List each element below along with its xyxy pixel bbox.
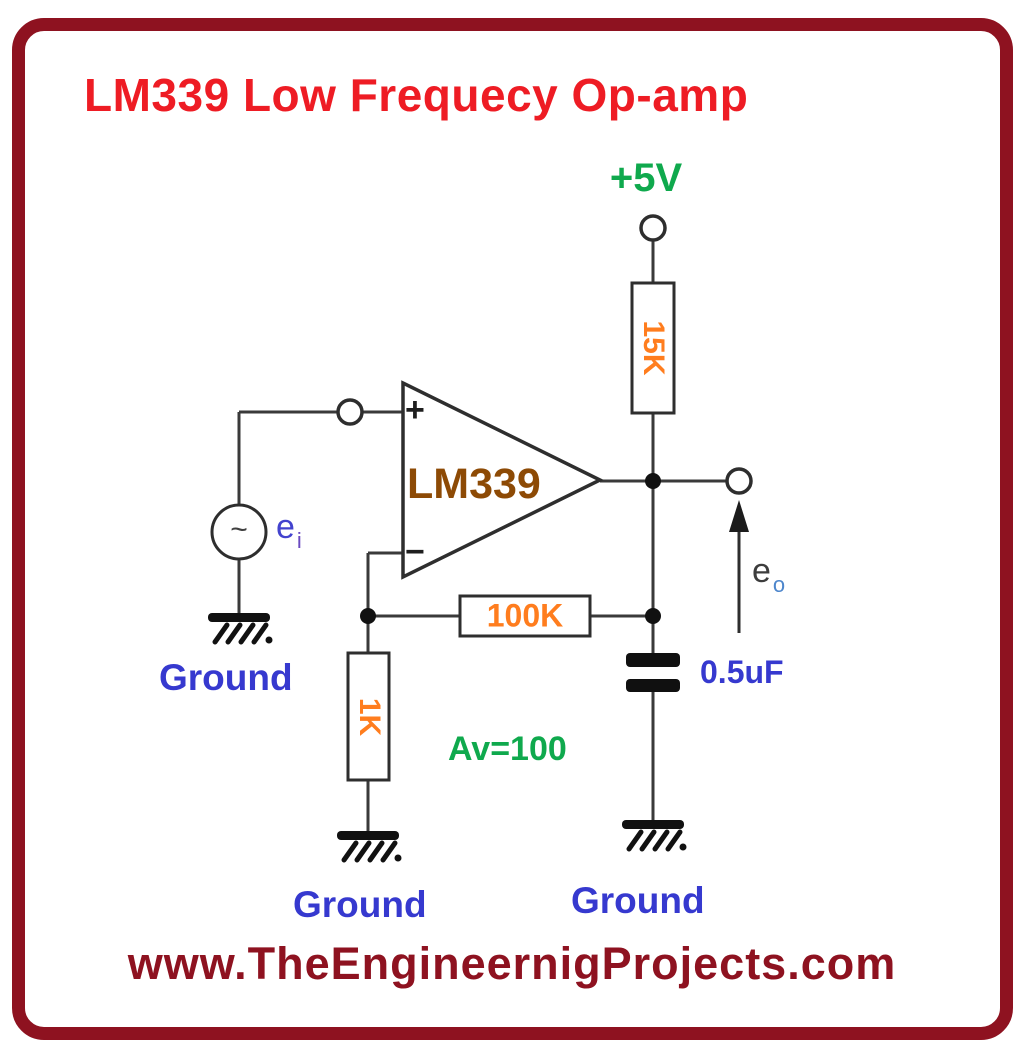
ground-label-middle: Ground: [293, 884, 427, 925]
website-url: www.TheEngineernigProjects.com: [127, 938, 897, 989]
input-voltage-label: ei: [276, 508, 302, 553]
output-terminal: [725, 467, 753, 495]
resistor-1k-label: 1K: [353, 697, 386, 737]
capacitor-value-label: 0.5uF: [700, 654, 784, 690]
ground-symbol-middle: [337, 831, 402, 862]
input-terminal: [336, 398, 364, 426]
ac-source-tilde: ~: [230, 513, 248, 546]
page-border-frame: [12, 18, 1013, 1040]
ground-symbol-left: [208, 613, 273, 644]
resistor-15k-label: 15K: [637, 320, 670, 376]
capacitor-symbol: [626, 653, 680, 692]
opamp-plus-input-label: +: [405, 391, 425, 429]
output-voltage-label: eo: [752, 552, 785, 597]
supply-voltage-label: +5V: [609, 156, 683, 200]
output-arrow: [729, 500, 749, 633]
output-voltage-base: e: [752, 552, 771, 590]
ground-label-left: Ground: [159, 657, 293, 698]
wires: [237, 241, 727, 831]
resistor-100k-label: 100K: [486, 597, 564, 634]
junction-dots: [360, 473, 661, 624]
opamp-triangle: [401, 380, 604, 580]
gain-label: Av=100: [448, 730, 567, 768]
opamp-name-label: LM339: [407, 460, 541, 508]
input-voltage-base: e: [276, 508, 295, 546]
input-voltage-subscript: i: [296, 528, 302, 553]
opamp-minus-input-label: −: [405, 533, 425, 571]
page-title: LM339 Low Frequecy Op-amp: [84, 69, 749, 121]
output-voltage-subscript: o: [772, 572, 786, 597]
resistor-100k-body: [458, 594, 592, 638]
ground-label-right: Ground: [571, 880, 705, 921]
ac-source-symbol: [210, 503, 268, 561]
resistor-1k-body: [346, 651, 391, 782]
power-terminal: [639, 214, 667, 242]
ground-symbol-right: [622, 820, 687, 851]
resistor-15k-body: [630, 281, 676, 415]
